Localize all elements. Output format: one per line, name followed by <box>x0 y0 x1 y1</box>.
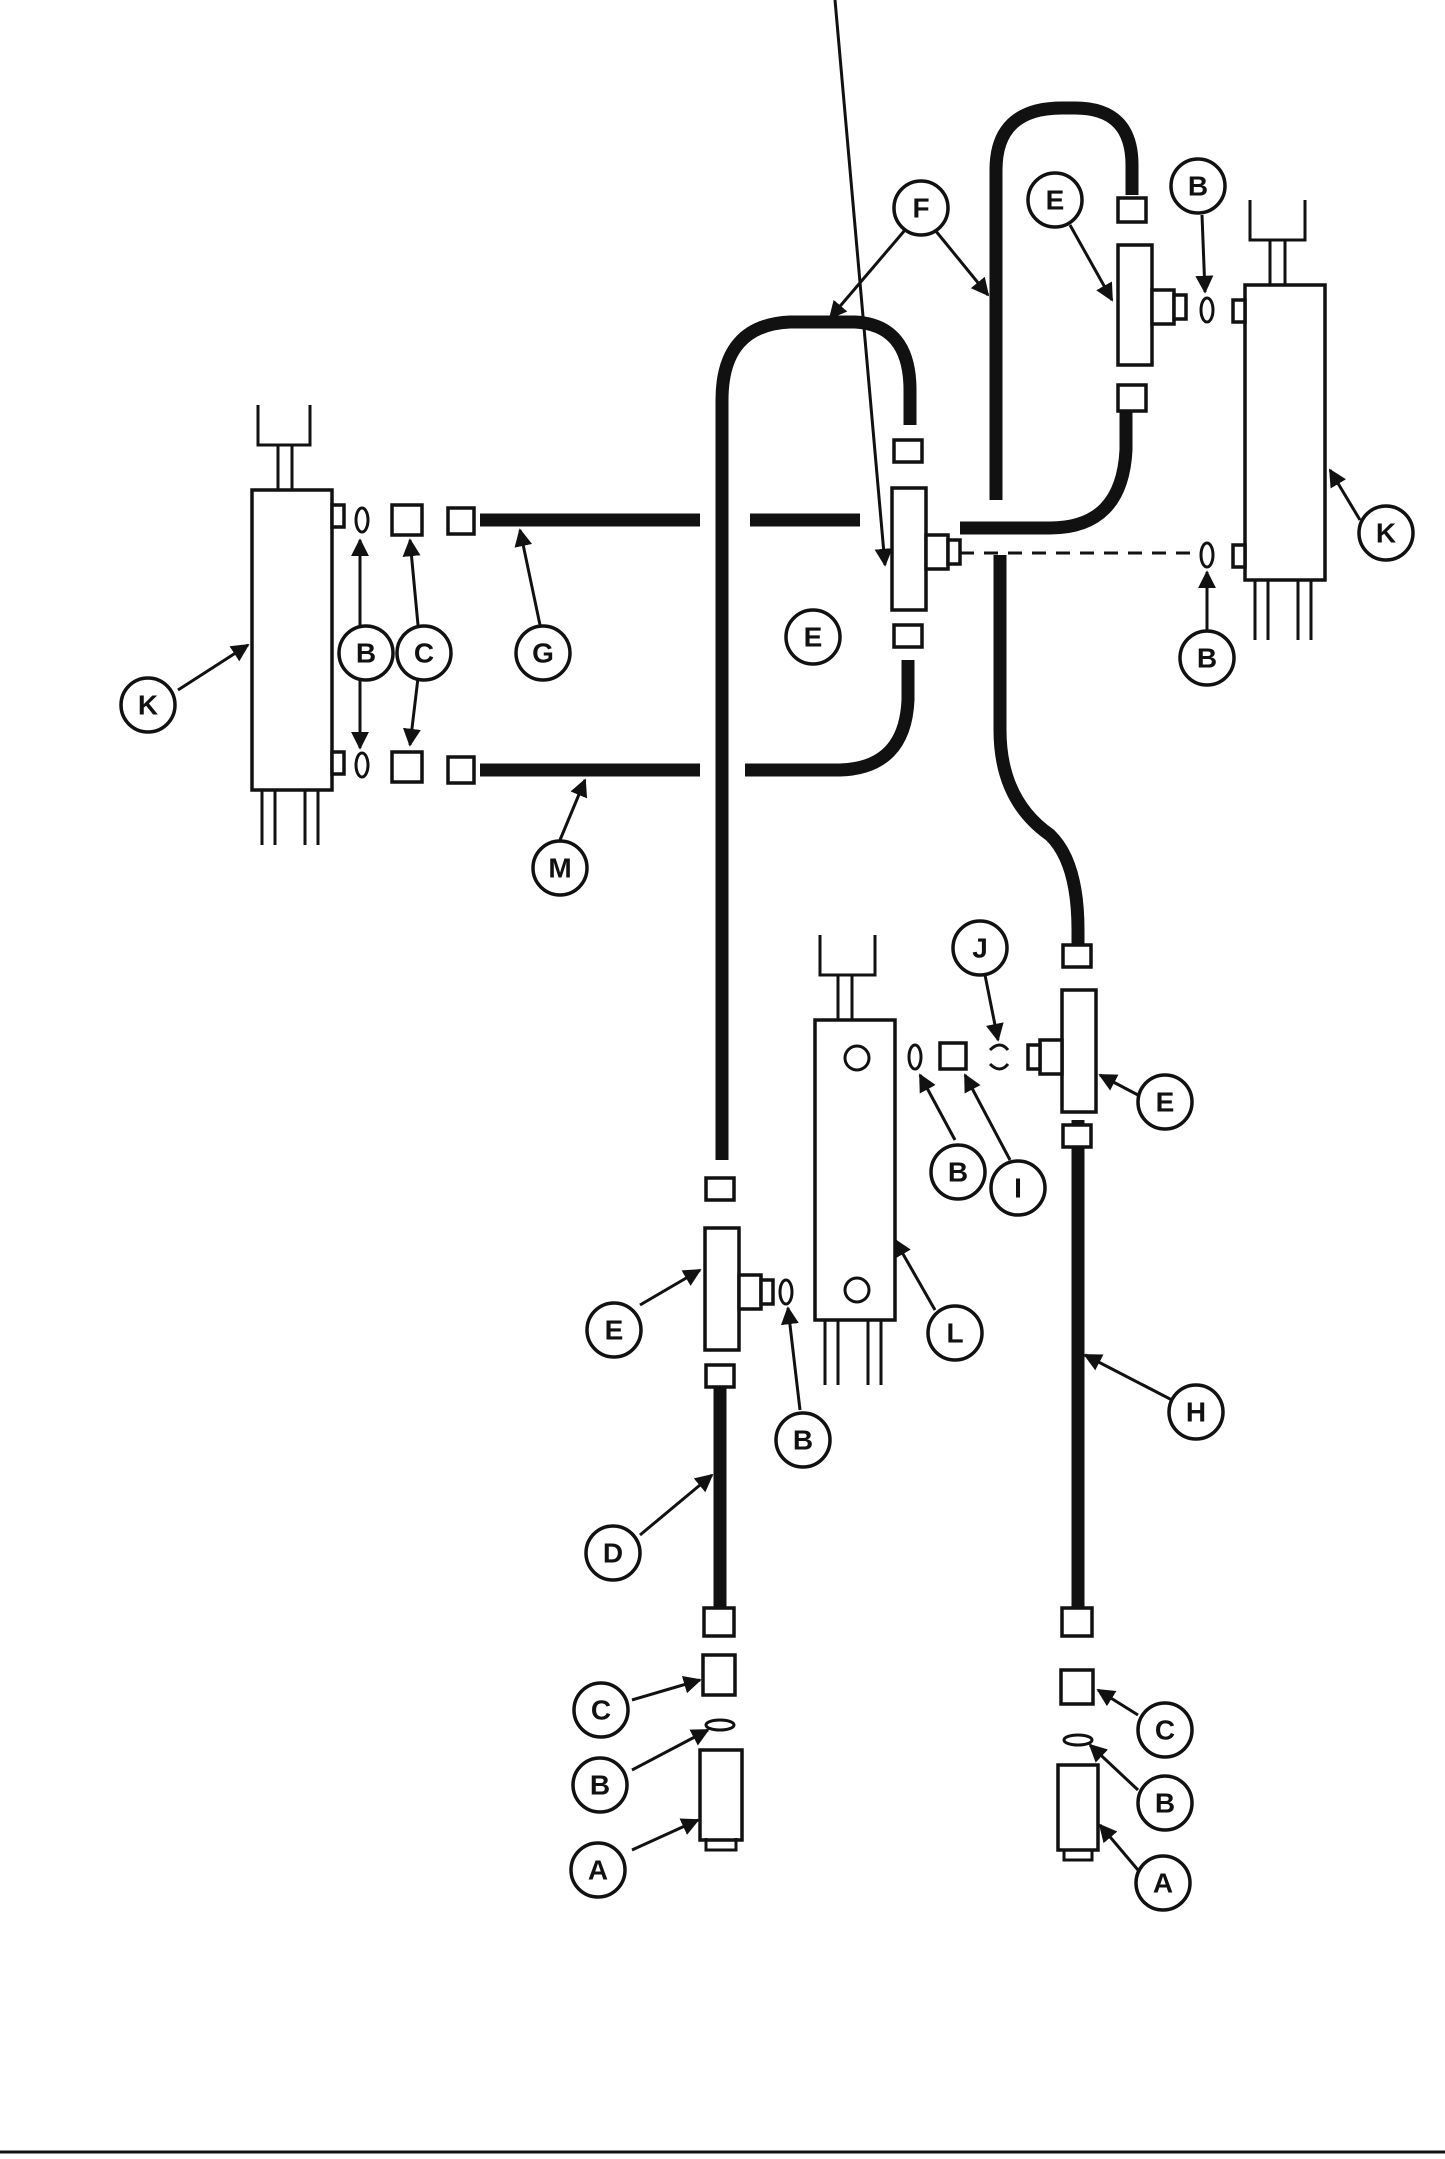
callouts: K B C G M F E E B B K J B I E E L B H D … <box>119 157 1415 1912</box>
right-cylinder-orings <box>1199 296 1215 569</box>
svg-text:H: H <box>1186 1397 1206 1428</box>
callout-k-left: K <box>119 676 177 734</box>
bottom-left-stack <box>698 1606 744 1852</box>
callout-b-right-lower: B <box>1178 629 1236 687</box>
callout-c-bottom-left: C <box>572 1681 630 1739</box>
svg-text:G: G <box>532 638 554 669</box>
svg-text:C: C <box>591 1695 611 1726</box>
callout-h: H <box>1167 1383 1225 1441</box>
callout-c-bottom-right: C <box>1136 1701 1194 1759</box>
svg-text:B: B <box>356 638 376 669</box>
svg-text:K: K <box>138 690 158 721</box>
cylinder-l <box>813 935 897 1385</box>
hoses <box>480 101 1200 1610</box>
callout-f: F <box>892 179 950 237</box>
hose-m-right <box>745 660 915 777</box>
callout-d: D <box>584 1524 642 1582</box>
callout-b-bottom-right: B <box>1136 1774 1194 1832</box>
svg-text:E: E <box>804 622 823 653</box>
callout-k-right: K <box>1357 504 1415 562</box>
callout-a-bottom-right: A <box>1134 1854 1192 1912</box>
callout-b-left: B <box>337 624 395 682</box>
callout-e-top-right: E <box>1026 171 1084 229</box>
svg-text:B: B <box>1155 1788 1175 1819</box>
cylinder-k-right <box>1231 200 1327 640</box>
svg-text:J: J <box>972 933 988 964</box>
svg-text:E: E <box>1156 1087 1175 1118</box>
svg-text:L: L <box>946 1318 963 1349</box>
bottom-right-stack <box>1056 1606 1100 1862</box>
callout-m: M <box>531 839 589 897</box>
left-cylinder-fittings <box>354 503 476 785</box>
svg-text:B: B <box>590 1770 610 1801</box>
cylinder-k-left <box>250 405 346 845</box>
callout-g: G <box>514 624 572 682</box>
svg-text:C: C <box>414 638 434 669</box>
svg-text:I: I <box>1014 1173 1022 1204</box>
svg-text:C: C <box>1155 1715 1175 1746</box>
svg-text:B: B <box>793 1425 813 1456</box>
svg-text:A: A <box>588 1855 608 1886</box>
tee-lower-right <box>1026 943 1098 1149</box>
callout-b-lower-left: B <box>774 1411 832 1469</box>
svg-text:E: E <box>605 1315 624 1346</box>
tee-top-right <box>1116 196 1188 413</box>
svg-text:B: B <box>948 1157 968 1188</box>
callout-e-center: E <box>784 608 842 666</box>
leaders <box>177 0 1362 1871</box>
callout-b-middle: B <box>929 1143 987 1201</box>
callout-b-top-right: B <box>1169 157 1227 215</box>
callout-b-bottom-left: B <box>571 1756 629 1814</box>
tee-center <box>890 438 962 649</box>
hose-f-right <box>989 101 1139 500</box>
svg-text:F: F <box>912 193 929 224</box>
callout-l: L <box>926 1304 984 1362</box>
callout-c-left: C <box>395 624 453 682</box>
callout-e-lower-left: E <box>585 1301 643 1359</box>
svg-text:M: M <box>548 853 571 884</box>
hose-h <box>993 555 1085 945</box>
svg-text:B: B <box>1188 171 1208 202</box>
middle-fittings <box>778 1041 1010 1306</box>
tee-lower-left <box>703 1176 775 1389</box>
svg-text:A: A <box>1153 1868 1173 1899</box>
hose-center-to-top-tee <box>960 385 1133 535</box>
svg-text:K: K <box>1376 518 1396 549</box>
callout-e-lower-right: E <box>1136 1073 1194 1131</box>
callout-j: J <box>951 919 1009 977</box>
svg-text:D: D <box>603 1538 623 1569</box>
svg-text:B: B <box>1197 643 1217 674</box>
callout-a-bottom-left: A <box>569 1841 627 1899</box>
hose-f-left <box>715 315 917 1160</box>
svg-text:E: E <box>1046 185 1065 216</box>
callout-i: I <box>989 1159 1047 1217</box>
